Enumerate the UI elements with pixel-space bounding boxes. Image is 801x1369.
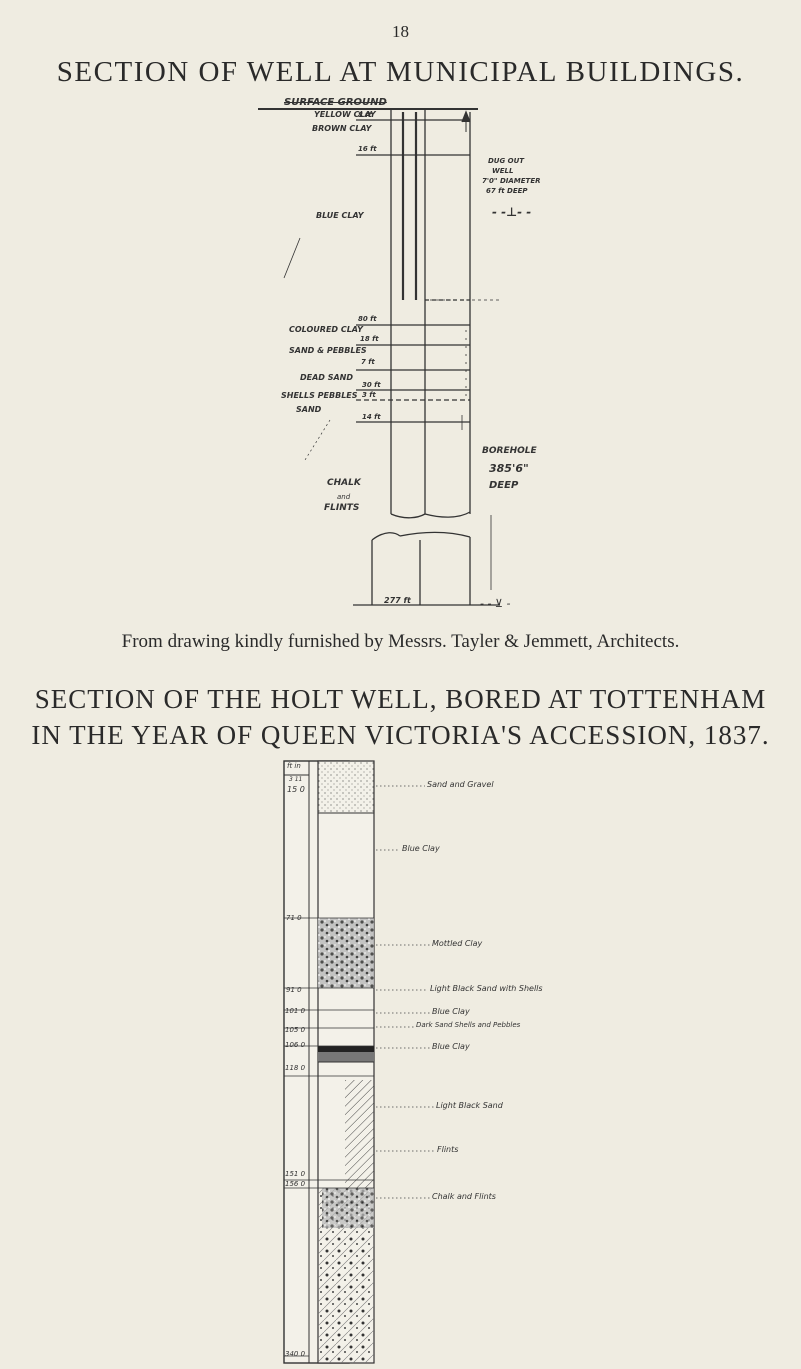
depth-105-0: 105 0 [285, 1026, 306, 1034]
stratum-brown-clay: BROWN CLAY [312, 124, 372, 133]
depth-340-0: 340 0 [285, 1350, 306, 1358]
stratum-and: and [337, 493, 351, 501]
holt-stratum-sand-gravel: Sand and Gravel [427, 780, 494, 789]
depth-151-0: 151 0 [285, 1170, 306, 1178]
borehole-deep: DEEP [489, 480, 519, 491]
dug-depth-label: 67 ft DEEP [486, 187, 528, 195]
borehole-bottom-marker: - - ⊻ - [480, 597, 511, 610]
section-title-holt-line1: SECTION OF THE HOLT WELL, BORED AT TOTTE… [34, 684, 767, 714]
stratum-blue-clay: BLUE CLAY [316, 211, 364, 220]
depth-71-0: 71 0 [286, 914, 302, 922]
stratum-sand-pebbles: SAND & PEBBLES [289, 346, 367, 355]
depth-header: ft in [287, 762, 301, 770]
depth-label-3ft: 3 ft [362, 391, 376, 399]
holt-stratum-blue-clay-3: Blue Clay [432, 1042, 470, 1051]
depth-156-0: 156 0 [285, 1180, 306, 1188]
depth-label-18ft: 18 ft [360, 335, 379, 343]
holt-stratum-light-black-sand: Light Black Sand [436, 1101, 503, 1110]
depth-label-277ft: 277 ft [384, 596, 411, 605]
borehole-label: BOREHOLE [482, 446, 537, 456]
stratum-dead-sand: DEAD SAND [300, 373, 354, 382]
section-title-municipal: SECTION OF WELL AT MUNICIPAL BUILDINGS. [56, 56, 745, 88]
depth-label-8ft: 8 ft [358, 111, 372, 119]
depth-3-11: 3 11 [289, 776, 303, 783]
holt-stratum-blue-clay-2: Blue Clay [432, 1007, 470, 1016]
stratum-sand: SAND [296, 405, 322, 414]
depth-91-0: 91 0 [286, 986, 302, 994]
depth-label-14ft: 14 ft [362, 413, 381, 421]
depth-label-7ft: 7 ft [361, 358, 375, 366]
surface-ground-label: SURFACE GROUND [284, 97, 387, 108]
depth-15-0: 15 0 [287, 785, 305, 794]
holt-stratum-chalk-flints: Chalk and Flints [432, 1192, 496, 1201]
depth-label-80ft: 80 ft [358, 315, 377, 323]
stratum-yellow-clay: YELLOW CLAY [314, 110, 376, 119]
stratum-coloured-clay: COLOURED CLAY [289, 325, 363, 334]
depth-label-30ft: 30 ft [362, 381, 381, 389]
holt-stratum-dark-sand-shells-pebbles: Dark Sand Shells and Pebbles [416, 1021, 521, 1029]
stratum-chalk: CHALK [327, 478, 361, 488]
holt-stratum-light-black-sand-shells: Light Black Sand with Shells [430, 984, 543, 993]
section-title-holt-line2: IN THE YEAR OF QUEEN VICTORIA'S ACCESSIO… [31, 720, 770, 750]
depth-101-0: 101 0 [285, 1007, 306, 1015]
stratum-flints: FLINTS [324, 503, 360, 513]
depth-118-0: 118 0 [285, 1064, 306, 1072]
figure-caption: From drawing kindly furnished by Messrs.… [121, 631, 680, 652]
page-number: 18 [392, 22, 409, 41]
holt-stratum-blue-clay-1: Blue Clay [402, 844, 440, 853]
depth-106-0: 106 0 [285, 1041, 306, 1049]
borehole-depth: 385'6" [489, 462, 529, 475]
dug-diameter-label: 7'0" DIAMETER [482, 177, 541, 185]
holt-stratum-flints: Flints [437, 1145, 459, 1154]
depth-label-16ft: 16 ft [358, 145, 377, 153]
dug-marker: - -⊥- - [492, 205, 532, 219]
dug-out-label: DUG OUT [488, 157, 525, 165]
holt-stratum-mottled-clay: Mottled Clay [432, 939, 483, 948]
dug-well-label: WELL [492, 167, 514, 175]
stratum-shells-pebbles: SHELLS PEBBLES [281, 391, 358, 400]
